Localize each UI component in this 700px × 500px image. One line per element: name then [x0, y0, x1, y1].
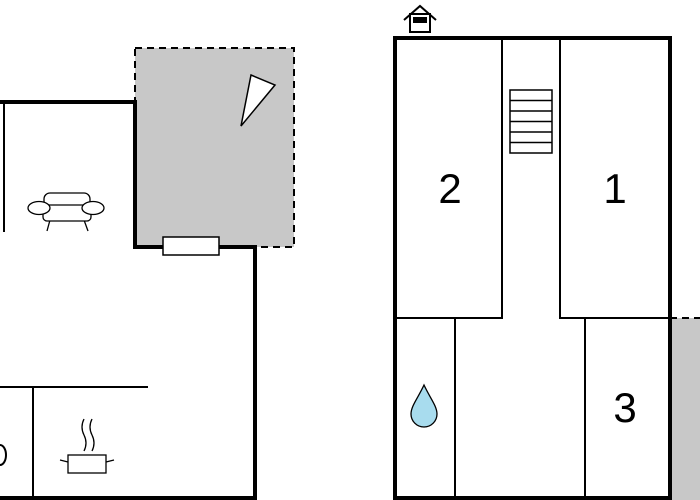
sun-triangle-icon: [240, 73, 277, 127]
left-floor: [0, 47, 295, 500]
right-floor-walls: [393, 36, 672, 500]
window: [162, 236, 220, 256]
sofa-icon: [27, 192, 105, 232]
room-2-wall: [397, 38, 503, 319]
right-floor: 2 1 3: [393, 4, 700, 500]
room-label-1: 1: [603, 165, 626, 212]
entrance-house-icon: [403, 4, 437, 33]
terrace-area: [134, 47, 295, 248]
room-label-2: 2: [438, 165, 461, 212]
left-floor-walls: [0, 100, 257, 500]
room-1-wall: [559, 38, 668, 319]
staircase-icon: [509, 89, 553, 154]
side-terrace: [669, 317, 700, 500]
partial-fixture: [0, 444, 7, 466]
room-label-3: 3: [613, 384, 636, 431]
cooking-pot-icon: [59, 418, 115, 474]
water-drop-icon: [410, 383, 438, 428]
